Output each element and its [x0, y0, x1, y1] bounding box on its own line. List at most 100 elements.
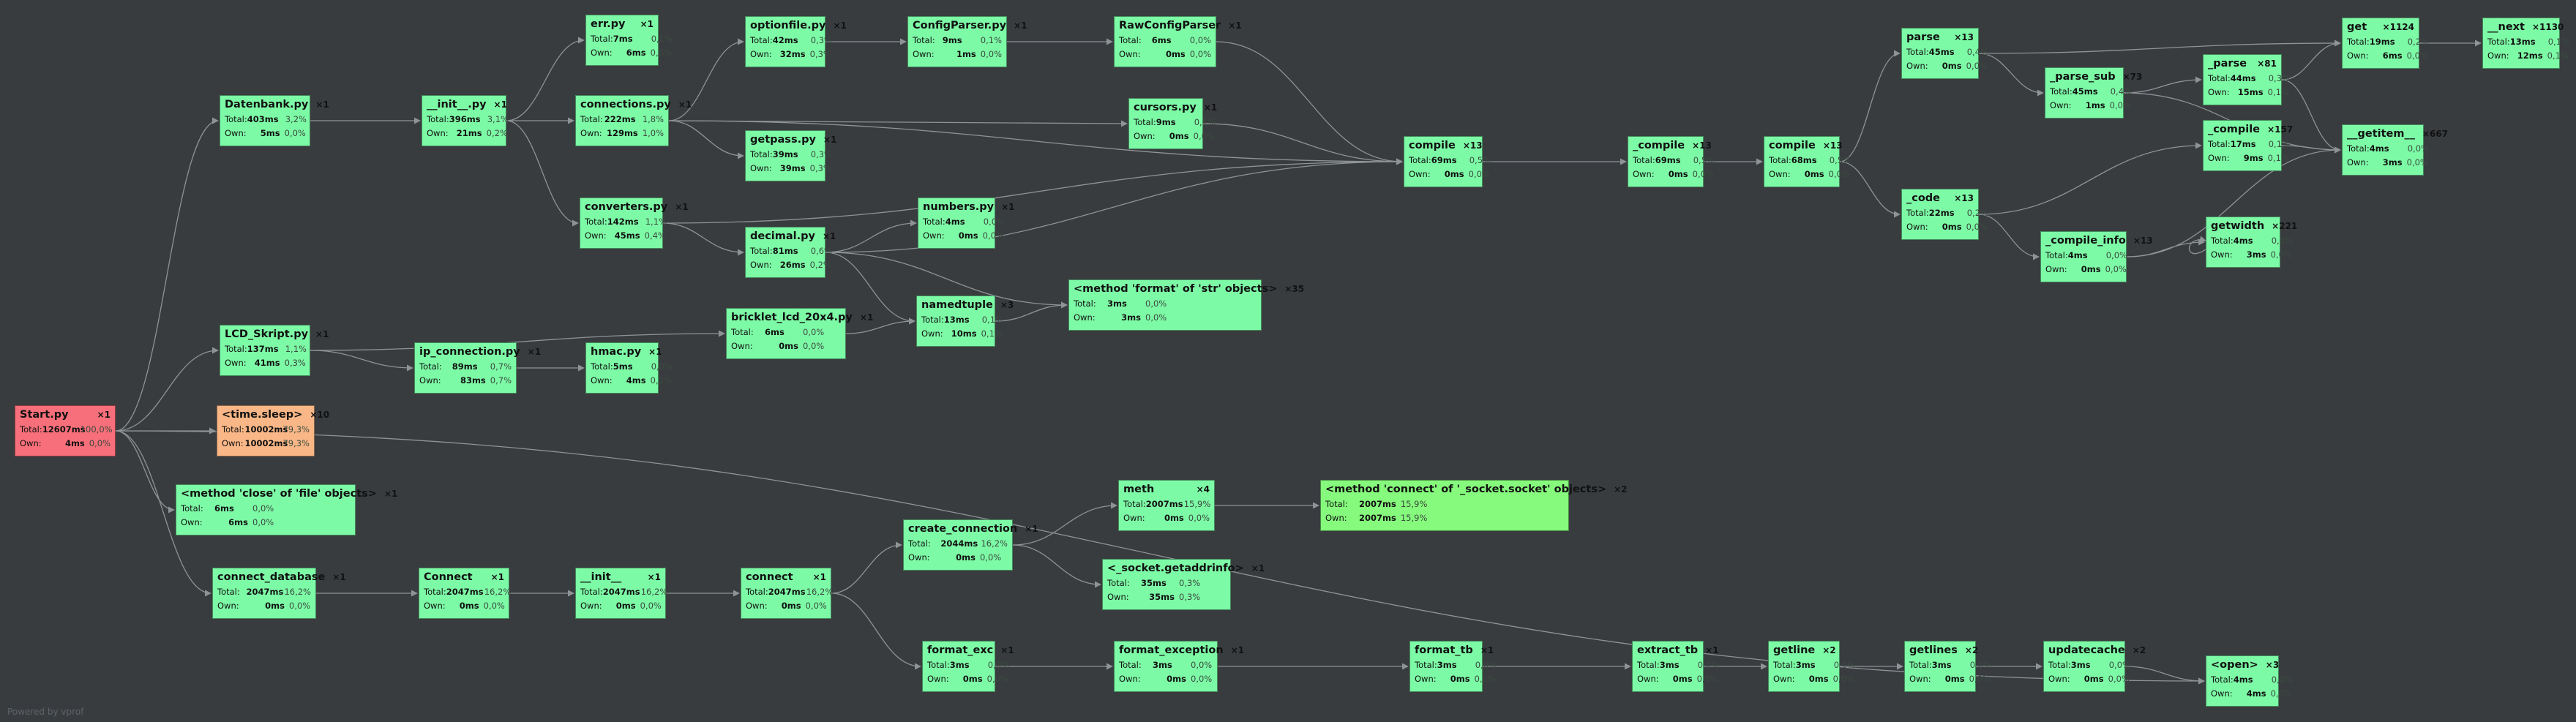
node-name: hmac.py — [591, 346, 642, 358]
node-total-percent: 0,4% — [1966, 47, 1988, 57]
node-own-percent: 0,0% — [650, 375, 672, 386]
node-own-time: 0ms — [781, 601, 801, 611]
node-total-time: 137ms — [247, 344, 279, 354]
node-call-count: ×1 — [647, 572, 661, 582]
node-total-percent: 0,7% — [490, 361, 512, 372]
node-total-time: 3ms — [1659, 660, 1680, 670]
node-own-percent: 0,7% — [490, 375, 512, 386]
node-own-time: 0ms — [1672, 674, 1693, 684]
node-call-count: ×1 — [1251, 563, 1265, 574]
node-own-time: 0ms — [1450, 674, 1470, 684]
node-own-time: 21ms — [456, 128, 482, 138]
node-call-count: ×1 — [383, 489, 398, 499]
node-name: format_tb — [1415, 644, 1473, 656]
footer-credit: Powered by vprof — [7, 707, 84, 717]
node-methconnect[interactable]: <method 'connect' of '_socket.socket' ob… — [1320, 480, 1628, 531]
node-total-percent: 100,0% — [80, 424, 113, 435]
node-own-time: 32ms — [779, 49, 806, 59]
edge-parse1-to-parsesub — [1978, 53, 2044, 97]
node-total-percent: 16,2% — [284, 587, 311, 597]
node-total-time: 4ms — [2233, 236, 2253, 246]
edge-connections-to-compile1 — [668, 120, 1403, 165]
node-total-time: 2044ms — [940, 538, 978, 549]
node-total-percent: 0,1% — [981, 315, 1003, 325]
edge-connections-to-getpass — [668, 120, 744, 159]
edge-compile2-to-code — [1839, 161, 1901, 218]
node-own-time: 0ms — [1668, 169, 1688, 179]
node-own-time: 0ms — [615, 601, 636, 611]
node-total-time: 3ms — [2070, 660, 2091, 670]
node-call-count: ×1 — [332, 572, 346, 582]
node-name: get — [2347, 21, 2367, 33]
node-total-percent: 0,6% — [810, 246, 832, 256]
node-own-percent: 0,0% — [1474, 674, 1496, 684]
node-total-percent: 16,2% — [640, 587, 668, 597]
node-own-time: 0ms — [1942, 222, 1962, 232]
edge-compileinfo-to-getitem — [2126, 146, 2341, 257]
node-own-percent: 0,3% — [1179, 592, 1201, 602]
